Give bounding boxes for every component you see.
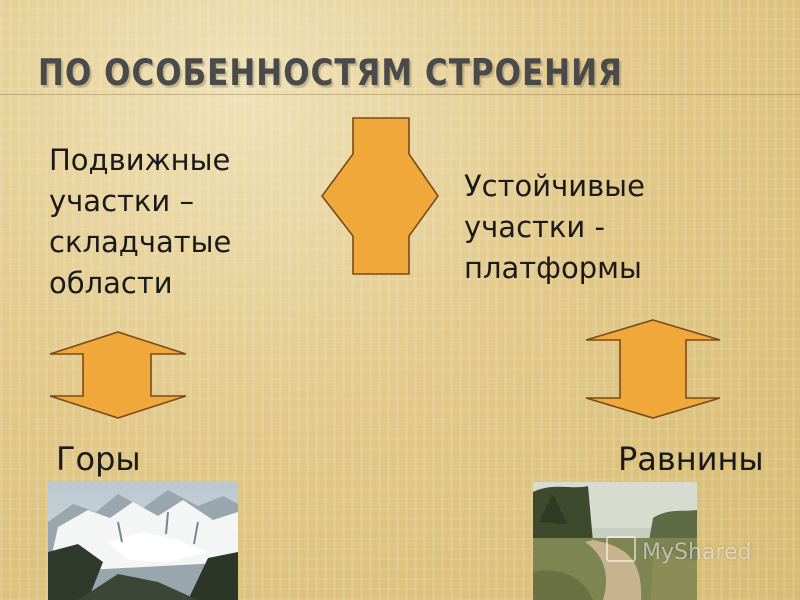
watermark-logo-icon — [606, 536, 636, 562]
horizontal-double-arrow — [320, 117, 439, 275]
slide-title: ПО ОСОБЕННОСТЯМ СТРОЕНИЯ — [38, 52, 623, 95]
left-text-line: Подвижные — [49, 143, 231, 177]
left-text-line: области — [49, 266, 173, 300]
right-text-line: Устойчивые — [464, 169, 645, 203]
mobile-regions-text: Подвижные участки – складчатые области — [49, 140, 231, 304]
mountains-label: Горы — [56, 440, 141, 478]
right-text-line: платформы — [464, 251, 642, 285]
right-text-line: участки - — [464, 210, 605, 244]
watermark-text: MyShared — [642, 540, 752, 565]
vertical-double-arrow-left — [49, 331, 187, 419]
left-text-line: складчатые — [49, 225, 232, 259]
plain-road-photo — [533, 482, 697, 600]
mountains-photo — [48, 482, 238, 600]
left-text-line: участки – — [49, 184, 194, 218]
title-divider — [0, 94, 800, 95]
watermark: MyShared — [606, 536, 751, 565]
vertical-double-arrow-right — [585, 319, 721, 419]
plains-label: Равнины — [618, 440, 764, 478]
stable-regions-text: Устойчивые участки - платформы — [464, 166, 645, 289]
